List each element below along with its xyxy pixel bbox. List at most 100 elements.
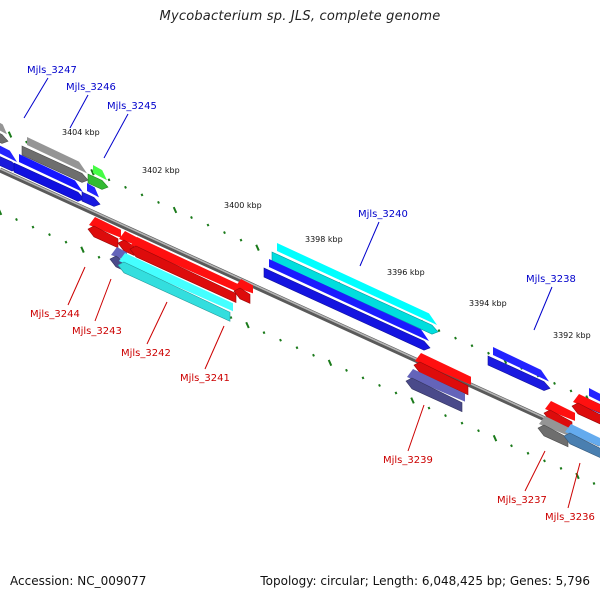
minor-tick xyxy=(279,338,282,342)
minor-tick xyxy=(427,406,431,410)
leader-line xyxy=(67,266,86,306)
minor-tick xyxy=(124,185,127,189)
major-tick xyxy=(172,206,178,214)
minor-tick xyxy=(262,331,266,335)
gene-top-face xyxy=(0,122,7,135)
minor-tick xyxy=(229,316,233,320)
gene-block-blue-small xyxy=(81,183,101,207)
scale-label: 3394 kbp xyxy=(469,299,507,308)
accession-text: Accession: NC_009077 xyxy=(10,574,147,588)
gene-block-green-small xyxy=(87,165,109,190)
major-tick xyxy=(80,246,85,253)
gene-label-plus: Mjls_3247 xyxy=(27,65,77,76)
gene-features xyxy=(0,122,600,458)
minor-tick xyxy=(510,444,513,448)
backbone-shadow xyxy=(0,167,600,447)
minor-tick xyxy=(444,414,447,418)
gene-label-minus: Mjls_3243 xyxy=(72,326,122,337)
minor-tick xyxy=(157,200,160,204)
gene-side-face xyxy=(117,261,231,322)
gene-side-face xyxy=(233,287,251,304)
gene-side-face xyxy=(81,191,101,207)
gene-block-red-3243 xyxy=(117,231,137,256)
scale-label: 3396 kbp xyxy=(387,268,425,277)
minor-tick xyxy=(559,466,563,470)
major-tick xyxy=(0,209,3,216)
minor-tick xyxy=(64,240,68,244)
label-leaders xyxy=(23,77,581,509)
gene-label-minus: Mjls_3239 xyxy=(383,455,433,466)
backbone-highlight xyxy=(0,168,600,444)
gene-block-blue-3240 xyxy=(263,259,431,351)
minor-tick xyxy=(223,231,226,235)
gene-side-face xyxy=(405,377,463,413)
gene-label-plus: Mjls_3246 xyxy=(66,82,116,93)
minor-tick xyxy=(543,459,546,463)
gene-label-plus: Mjls_3245 xyxy=(107,101,157,112)
leader-line xyxy=(567,462,581,509)
gene-top-face xyxy=(589,388,600,402)
genome-backbone xyxy=(0,167,600,447)
gene-top-face xyxy=(119,253,233,312)
gene-side-face xyxy=(13,162,85,202)
scale-label: 3400 kbp xyxy=(224,201,262,210)
major-tick xyxy=(255,244,260,251)
gene-top-face xyxy=(93,165,107,181)
gene-top-face xyxy=(493,347,549,382)
gene-block-steel-3236 xyxy=(563,424,600,458)
minor-tick xyxy=(295,346,299,350)
minor-tick xyxy=(190,216,193,220)
minor-tick xyxy=(345,368,348,372)
leader-line xyxy=(359,221,380,267)
gene-top-face xyxy=(131,237,239,293)
gene-label-minus: Mjls_3244 xyxy=(30,309,80,320)
major-tick xyxy=(327,359,333,367)
minor-tick xyxy=(97,255,101,259)
gene-top-face xyxy=(87,183,99,198)
minor-tick xyxy=(361,376,365,380)
gene-label-minus: Mjls_3236 xyxy=(545,512,595,523)
gene-top-face xyxy=(235,279,253,294)
gene-label-plus: Mjls_3240 xyxy=(358,209,408,220)
gene-block-red-3241 xyxy=(233,279,253,304)
minor-tick xyxy=(239,238,243,242)
map-title: Mycobacterium sp. JLS, complete genome xyxy=(159,9,441,24)
scale-label: 3404 kbp xyxy=(62,128,100,137)
gene-top-face xyxy=(119,231,137,246)
minor-tick xyxy=(312,353,315,357)
major-tick xyxy=(492,434,498,442)
gene-block-grey-3237 xyxy=(537,416,571,448)
minor-tick xyxy=(378,383,381,387)
leader-line xyxy=(103,113,129,159)
gene-side-face xyxy=(271,251,439,335)
minor-tick xyxy=(569,389,573,393)
gene-top-face xyxy=(0,145,17,162)
minor-tick xyxy=(25,140,28,144)
gene-block-grey-upper-left xyxy=(21,137,89,183)
genome-summary: Topology: circular; Length: 6,048,425 bp… xyxy=(260,574,590,588)
gene-block-cyan-3240 xyxy=(271,243,439,335)
gene-top-face xyxy=(277,243,437,326)
minor-tick xyxy=(460,421,464,425)
gene-top-face xyxy=(407,369,465,402)
scale-label: 3392 kbp xyxy=(553,331,591,340)
leader-line xyxy=(204,325,225,370)
leader-line xyxy=(524,450,546,492)
leader-line xyxy=(69,94,89,129)
gene-side-face xyxy=(87,225,119,249)
gene-label-minus: Mjls_3241 xyxy=(180,373,230,384)
gene-top-face xyxy=(19,154,83,193)
gene-top-face xyxy=(539,416,571,437)
major-tick xyxy=(245,321,250,329)
gene-block-grey-top-edge xyxy=(0,122,9,144)
minor-tick xyxy=(15,218,18,222)
minor-tick xyxy=(31,225,35,229)
gene-block-red-3242 xyxy=(129,237,239,303)
gene-side-face xyxy=(129,245,237,303)
gene-block-red-3244 xyxy=(87,217,121,249)
minor-tick xyxy=(454,336,457,340)
gene-side-face xyxy=(563,432,600,458)
leader-line xyxy=(533,286,553,331)
